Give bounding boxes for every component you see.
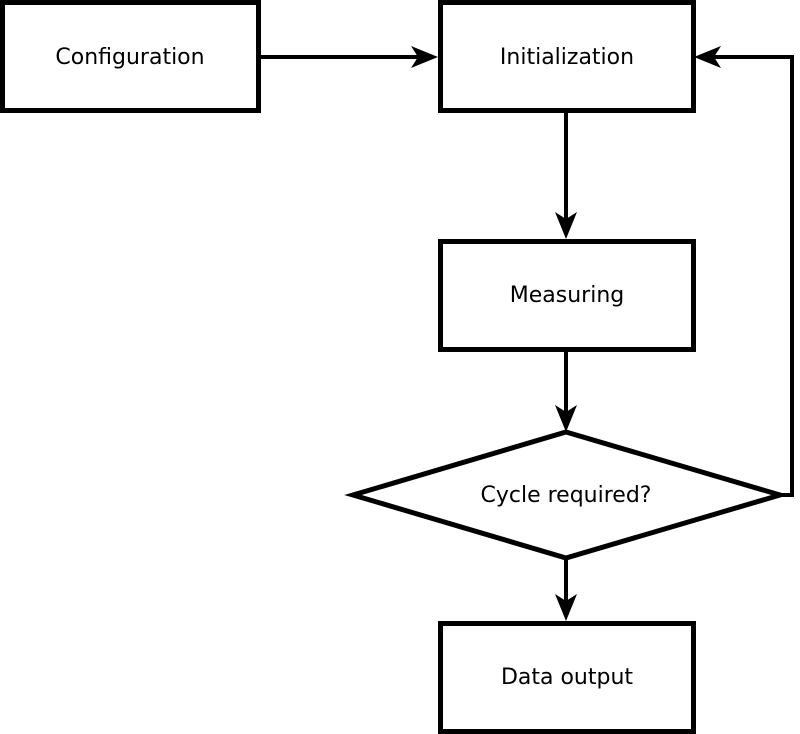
arrowhead-left-icon [694,46,721,68]
node-shape-rectangle [438,0,696,113]
node-shape-diamond [344,429,789,561]
edge-cycle-required-to-initialization-feedback [694,46,794,497]
node-initialization[interactable]: Initialization [438,0,696,113]
arrowhead-down-icon [555,405,577,432]
node-label-data-output: Data output [501,665,633,690]
arrowhead-down-icon [555,212,577,239]
edge-cycle-required-to-data-output [555,558,577,621]
node-label-configuration: Configuration [55,45,204,70]
node-shape-rectangle [0,0,261,113]
arrowhead-down-icon [555,594,577,621]
arrowhead-right-icon [411,46,438,68]
node-measuring[interactable]: Measuring [438,239,696,352]
node-configuration[interactable]: Configuration [0,0,261,113]
node-data-output[interactable]: Data output [438,621,696,734]
edge-measuring-to-cycle-required [555,350,577,432]
node-cycle-required[interactable]: Cycle required? [344,429,789,561]
node-label-initialization: Initialization [500,45,634,70]
edge-initialization-to-measuring [555,111,577,239]
edge-configuration-to-initialization [259,46,438,68]
node-label-measuring: Measuring [510,283,624,308]
node-shape-rectangle [438,239,696,352]
node-label-cycle-required: Cycle required? [481,483,652,508]
edge-line [707,55,794,497]
node-shape-rectangle [438,621,696,734]
